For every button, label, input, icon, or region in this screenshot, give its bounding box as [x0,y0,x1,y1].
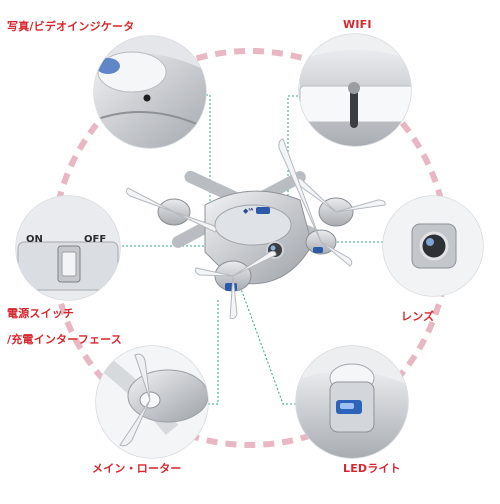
bubble-wifi [298,33,412,147]
drone-image: ◆ᴵᴬ [125,138,386,319]
bubble-photo-video-indicator [93,35,207,149]
bubble-main-rotor [95,345,209,459]
label-power-switch: 電源スイッチ [7,307,75,320]
switch-on-label: ON [26,234,43,245]
camera-lens-icon [419,231,449,261]
label-main-rotor: メイン・ローター [92,462,182,475]
switch-off-label: OFF [84,234,106,245]
bubble-lens [382,195,484,297]
wifi-antenna-icon [350,88,358,128]
svg-text:◆ᴵᴬ: ◆ᴵᴬ [243,207,254,215]
label-wifi: WIFI [343,18,372,31]
label-photo-video-indicator: 写真/ビデオインジケータ [7,20,135,33]
indicator-light-icon [143,94,151,102]
label-lens: レンズ [401,310,435,323]
label-led-light: LEDライト [343,462,401,475]
bubble-power-switch: ON OFF [15,195,121,301]
bubble-led-light [295,345,409,459]
label-charging-interface: /充電インターフェース [7,333,123,346]
